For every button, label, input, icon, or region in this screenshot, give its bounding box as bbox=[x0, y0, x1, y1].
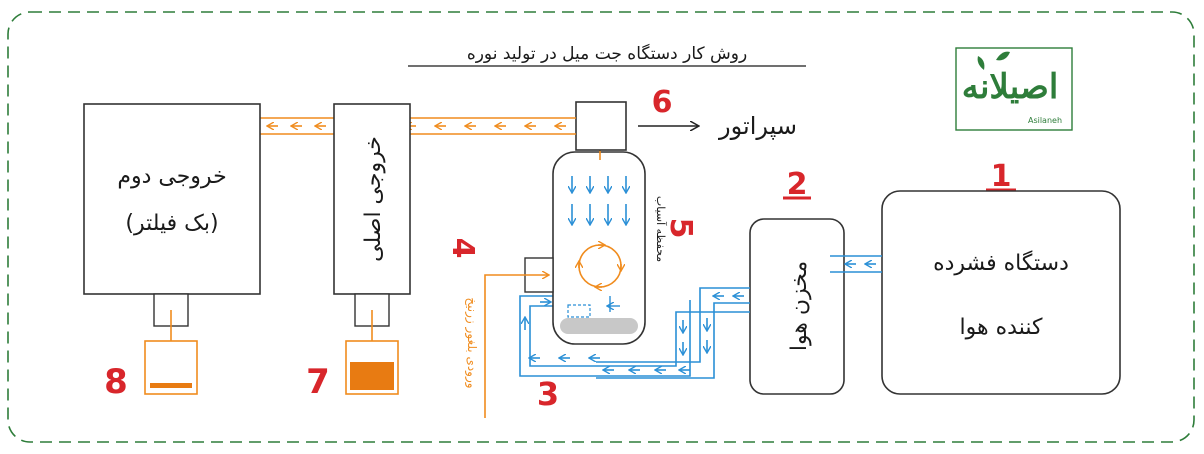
chamber-down-arrows bbox=[572, 176, 626, 224]
dashed-border bbox=[7, 11, 1195, 443]
label-number-7: 7 bbox=[306, 362, 330, 402]
leaf-icon bbox=[977, 56, 985, 70]
brand-logo: اصیلانه Asilaneh bbox=[955, 47, 1073, 131]
material-bed bbox=[560, 318, 638, 334]
label-number-2: 2 bbox=[787, 167, 808, 202]
separator-box bbox=[575, 101, 627, 151]
grinding-chamber-label: محفظه آسیاب bbox=[654, 196, 668, 262]
dashed-nozzle bbox=[567, 304, 591, 318]
main-output-box bbox=[333, 103, 411, 295]
inlet-label: ورودی بلغور زرنیخ bbox=[464, 297, 479, 388]
label-number-6: 6 bbox=[652, 85, 673, 120]
second-output-label-line1: خروجی دوم bbox=[117, 164, 226, 189]
label-number-8: 8 bbox=[104, 362, 128, 402]
inlet-pipe bbox=[484, 275, 548, 418]
air-tank-label: مخزن هوا bbox=[787, 261, 812, 351]
vortex-arrows bbox=[579, 245, 621, 287]
air-compressor-box bbox=[881, 190, 1121, 395]
second-output-fill bbox=[150, 383, 192, 388]
label-number-3: 3 bbox=[537, 375, 559, 413]
main-output-label: خروجی اصلی bbox=[361, 136, 386, 262]
air-pipe-tank-to-mill bbox=[519, 287, 750, 379]
leaf-icon bbox=[996, 51, 1010, 61]
logo-script: اصیلانه bbox=[962, 67, 1059, 107]
label-number-4: 4 bbox=[445, 238, 480, 259]
second-output-label-line2: (بک فیلتر) bbox=[125, 211, 218, 236]
main-output-fill bbox=[350, 362, 394, 390]
label-number-1: 1 bbox=[991, 159, 1012, 194]
air-tank-box bbox=[749, 218, 845, 395]
compressor-label-line2: کننده هوا bbox=[960, 315, 1043, 340]
grinding-chamber-box bbox=[552, 151, 646, 345]
compressor-label-line1: دستگاه فشرده bbox=[933, 250, 1069, 276]
label-number-5: 5 bbox=[663, 218, 698, 239]
material-pipe-to-outputs bbox=[244, 117, 576, 135]
separator-label: سپراتور bbox=[718, 112, 797, 140]
second-output-box bbox=[83, 103, 261, 295]
diagram-title: روش کار دستگاه جت میل در تولید نوره bbox=[467, 43, 747, 64]
logo-latin: Asilaneh bbox=[1028, 116, 1062, 125]
air-pipe-compressor-to-tank bbox=[830, 255, 882, 273]
